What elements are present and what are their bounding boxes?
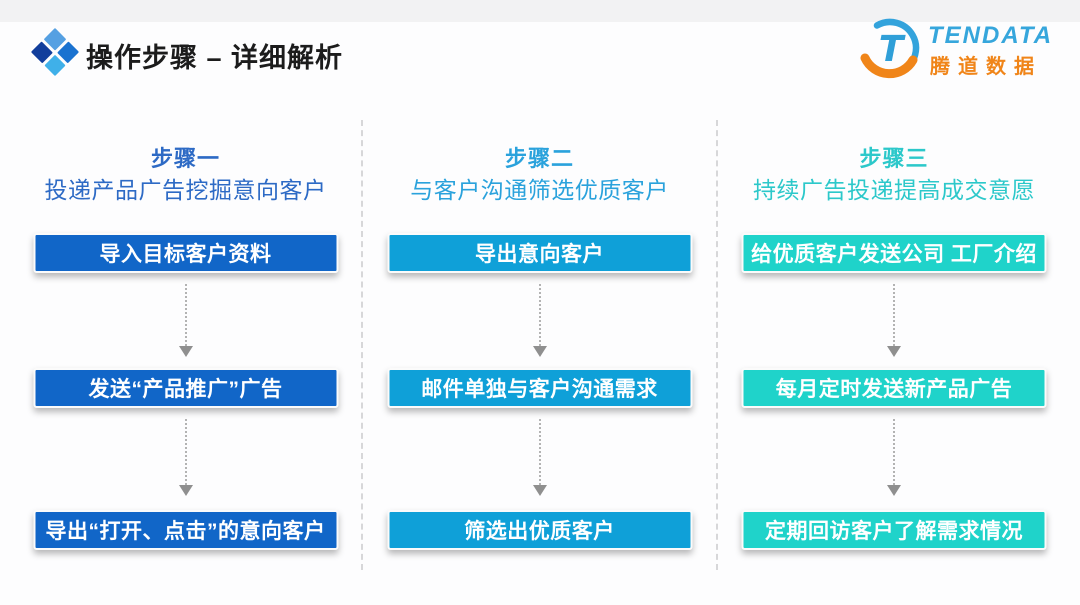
flow-box: 给优质客户发送公司 工厂介绍 xyxy=(741,233,1047,273)
flow-box: 每月定时发送新产品广告 xyxy=(741,368,1047,408)
step-description: 持续广告投递提高成交意愿 xyxy=(753,177,1035,203)
flow-box: 定期回访客户了解需求情况 xyxy=(741,510,1047,550)
step-title: 步骤二 xyxy=(504,146,574,171)
down-arrow-icon xyxy=(178,419,193,496)
down-arrow-icon xyxy=(532,419,547,496)
column-divider xyxy=(716,120,718,570)
down-arrow-icon xyxy=(887,284,901,357)
tendata-logo: T TENDATA 腾道数据 xyxy=(858,14,1058,82)
flow-box: 邮件单独与客户沟通需求 xyxy=(387,368,692,408)
logo-brand-chinese: 腾道数据 xyxy=(930,56,1042,78)
step-column-1: 步骤一 投递产品广告挖掘意向客户 导入目标客户资料 发送“产品推广”广告 导出“… xyxy=(10,0,361,605)
step-title: 步骤三 xyxy=(859,146,929,171)
step-title: 步骤一 xyxy=(150,146,220,171)
step-column-2: 步骤二 与客户沟通筛选优质客户 导出意向客户 邮件单独与客户沟通需求 筛选出优质… xyxy=(363,0,716,605)
flow-box: 发送“产品推广”广告 xyxy=(33,368,338,408)
flow-box: 导出“打开、点击”的意向客户 xyxy=(33,510,338,550)
step-description: 投递产品广告挖掘意向客户 xyxy=(44,177,327,203)
step-description: 与客户沟通筛选优质客户 xyxy=(410,177,669,203)
svg-text:T: T xyxy=(879,29,906,70)
flow-box: 导出意向客户 xyxy=(387,233,692,273)
down-arrow-icon xyxy=(887,419,901,496)
down-arrow-icon xyxy=(178,284,193,357)
tendata-logo-icon: T xyxy=(860,18,920,79)
page-title: 操作步骤 – 详细解析 xyxy=(86,43,344,73)
column-divider xyxy=(361,120,363,570)
flow-box: 筛选出优质客户 xyxy=(387,510,692,550)
logo-brand-text: TENDATA xyxy=(928,22,1054,49)
flow-box: 导入目标客户资料 xyxy=(33,233,338,273)
down-arrow-icon xyxy=(532,284,547,357)
step-column-3: 步骤三 持续广告投递提高成交意愿 给优质客户发送公司 工厂介绍 每月定时发送新产… xyxy=(718,0,1070,605)
